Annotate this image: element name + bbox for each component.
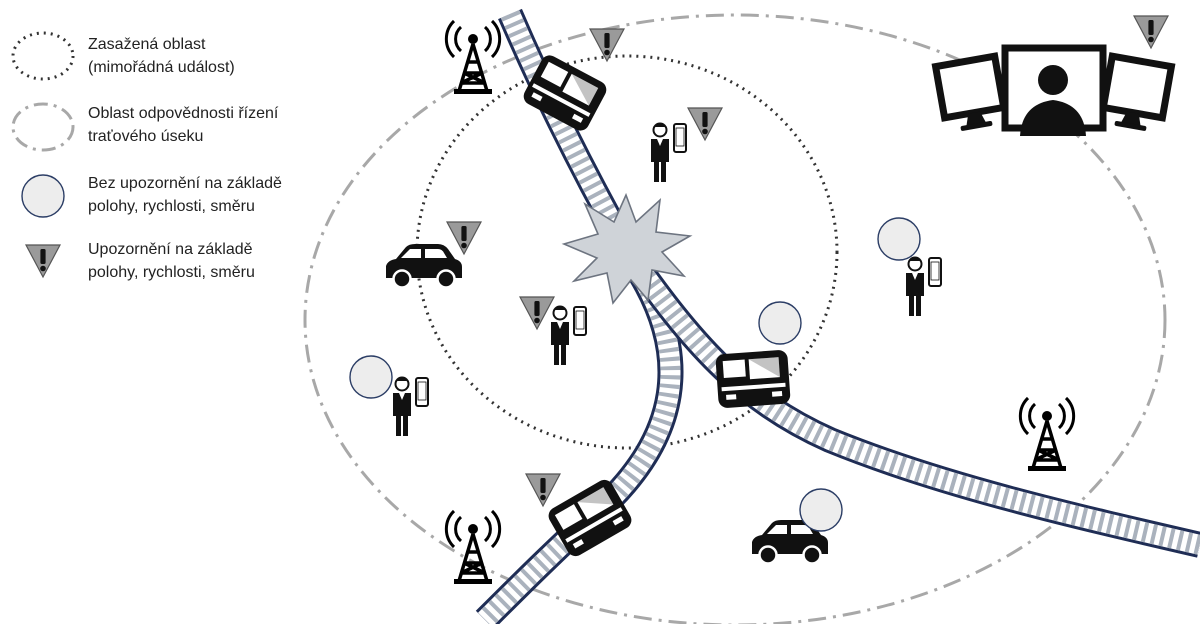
legend-no-alert-label: Bez upozornění na základě polohy, rychlo…	[88, 172, 348, 218]
legend-alert-line1: Upozornění na základě	[88, 241, 253, 258]
person-with-phone-icon	[650, 122, 687, 183]
warning-triangle-icon	[589, 28, 625, 62]
warning-triangle-icon	[687, 107, 723, 141]
legend-responsibility-area-label: Oblast odpovědnosti řízení traťového úse…	[88, 102, 348, 148]
legend-alert-symbol	[25, 244, 61, 278]
car-icon	[384, 242, 464, 289]
radio-tower-icon	[444, 19, 502, 96]
no-alert-circle-icon	[799, 488, 843, 532]
warning-triangle-icon	[525, 473, 561, 507]
legend-affected-area-label: Zasažená oblast (mimořádná událost)	[88, 33, 348, 79]
no-alert-circle-icon	[758, 301, 802, 345]
control-center-icon	[936, 44, 1172, 136]
warning-triangle-icon	[519, 296, 555, 330]
legend-affected-area-symbol	[11, 31, 75, 81]
legend-responsibility-area-line1: Oblast odpovědnosti řízení	[88, 105, 279, 122]
warning-triangle-icon	[446, 221, 482, 255]
responsibility-area-outline	[303, 13, 1167, 624]
legend-no-alert-symbol	[21, 174, 65, 218]
legend-no-alert-line1: Bez upozornění na základě	[88, 175, 282, 192]
train-icon	[715, 349, 791, 409]
legend-alert-label: Upozornění na základě polohy, rychlosti,…	[88, 238, 348, 284]
person-with-phone-icon	[392, 376, 429, 437]
legend-affected-area-line2: (mimořádná událost)	[88, 59, 235, 76]
person-with-phone-icon	[550, 305, 587, 366]
explosion-icon	[561, 192, 693, 305]
legend-responsibility-area-line2: traťového úseku	[88, 128, 204, 145]
radio-tower-icon	[1018, 396, 1076, 473]
warning-triangle-icon	[1133, 15, 1169, 49]
no-alert-circle-icon	[877, 217, 921, 261]
legend-alert-line2: polohy, rychlosti, směru	[88, 264, 255, 281]
legend-no-alert-line2: polohy, rychlosti, směru	[88, 198, 255, 215]
legend-affected-area-line1: Zasažená oblast	[88, 36, 206, 53]
no-alert-circle-icon	[349, 355, 393, 399]
legend-responsibility-area-symbol	[11, 102, 75, 152]
person-with-phone-icon	[905, 256, 942, 317]
